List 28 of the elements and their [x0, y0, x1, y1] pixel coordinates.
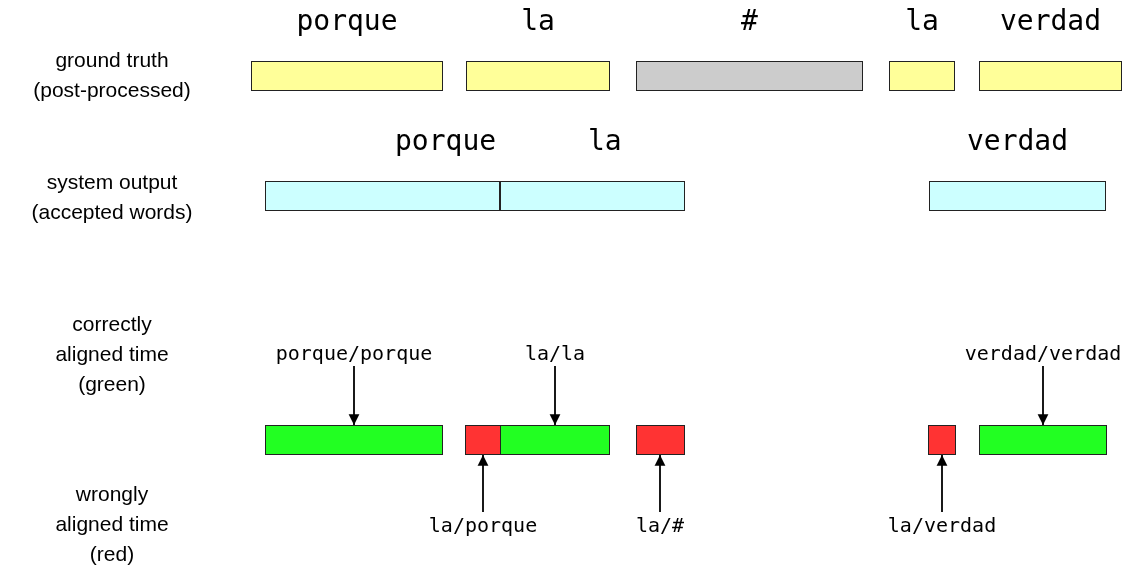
time-segment	[500, 425, 610, 455]
word-label: verdad	[966, 123, 1069, 159]
time-segment	[465, 425, 501, 455]
arrow	[1037, 365, 1049, 426]
arrow	[549, 365, 561, 426]
alignment-label: la/la	[455, 340, 655, 366]
row-label: system output (accepted words)	[30, 169, 194, 225]
row-label: wrongly aligned time (red)	[54, 481, 170, 567]
time-segment	[928, 425, 956, 455]
arrow	[477, 454, 489, 513]
time-segment	[636, 425, 685, 455]
row-label: correctly aligned time (green)	[54, 311, 170, 397]
word-label: #	[741, 3, 758, 39]
row-label: ground truth (post-processed)	[32, 47, 192, 103]
word-label: la	[905, 3, 939, 39]
alignment-label: porque/porque	[254, 340, 454, 366]
alignment-label: verdad/verdad	[943, 340, 1136, 366]
word-label: porque	[296, 3, 398, 39]
alignment-label: la/verdad	[842, 512, 1042, 538]
time-segment	[979, 425, 1107, 455]
word-label: la	[588, 123, 622, 159]
arrow	[348, 365, 360, 426]
arrow	[936, 454, 948, 513]
time-segment	[265, 425, 443, 455]
arrow	[654, 454, 666, 513]
word-label: la	[521, 3, 555, 39]
word-label: porque	[395, 123, 497, 159]
word-label: verdad	[999, 3, 1102, 39]
